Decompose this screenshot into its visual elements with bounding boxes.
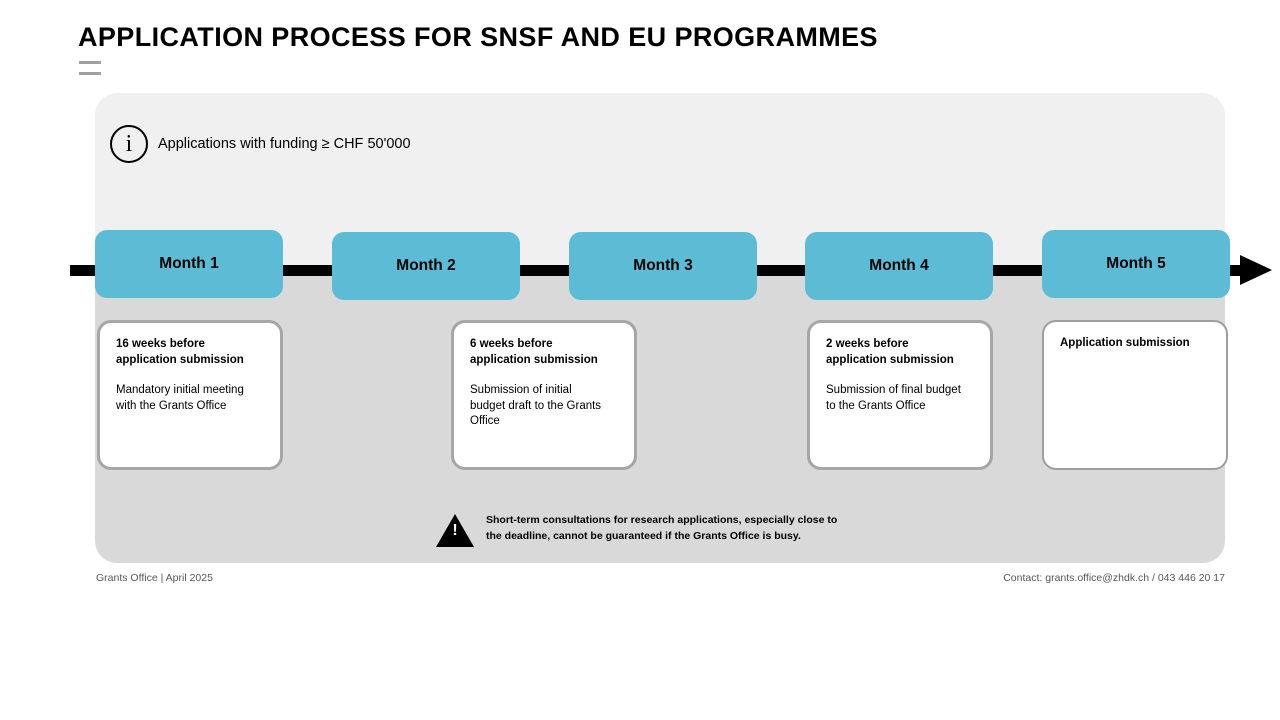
- info-note-text: Applications with funding ≥ CHF 50'000: [158, 136, 411, 152]
- detail-card-heading: Application submission: [1060, 337, 1190, 349]
- info-note: i Applications with funding ≥ CHF 50'000: [110, 125, 411, 163]
- arrow-right-icon: [1240, 255, 1272, 285]
- detail-card-4[interactable]: Application submission: [1042, 320, 1228, 470]
- month-box-1[interactable]: Month 1: [95, 230, 283, 298]
- detail-card-heading: 16 weeks before application submission: [116, 338, 244, 366]
- detail-card-body: Submission of final budget to the Grants…: [826, 383, 961, 412]
- title-rule-bottom: [79, 72, 101, 75]
- warning-note: Short-term consultations for research ap…: [436, 509, 837, 547]
- footer-right-contact: Contact: grants.office@zhdk.ch / 043 446…: [1003, 572, 1225, 584]
- detail-card-heading: 6 weeks before application submission: [470, 338, 598, 366]
- month-box-2[interactable]: Month 2: [332, 232, 520, 300]
- warning-triangle-icon: [436, 514, 474, 547]
- panel-lower-gray: [95, 271, 1225, 563]
- month-box-5[interactable]: Month 5: [1042, 230, 1230, 298]
- title-rule-top: [79, 61, 101, 64]
- detail-card-body: Submission of initial budget draft to th…: [470, 383, 602, 428]
- detail-card-body: Mandatory initial meeting with the Grant…: [116, 383, 244, 412]
- footer-left-text: Grants Office | April 2025: [96, 572, 213, 584]
- warning-note-text: Short-term consultations for research ap…: [486, 514, 838, 542]
- detail-card-heading: 2 weeks before application submission: [826, 338, 954, 366]
- page-title: APPLICATION PROCESS FOR SNSF AND EU PROG…: [78, 22, 878, 52]
- info-circle-icon: i: [110, 125, 148, 163]
- month-box-4[interactable]: Month 4: [805, 232, 993, 300]
- month-box-3[interactable]: Month 3: [569, 232, 757, 300]
